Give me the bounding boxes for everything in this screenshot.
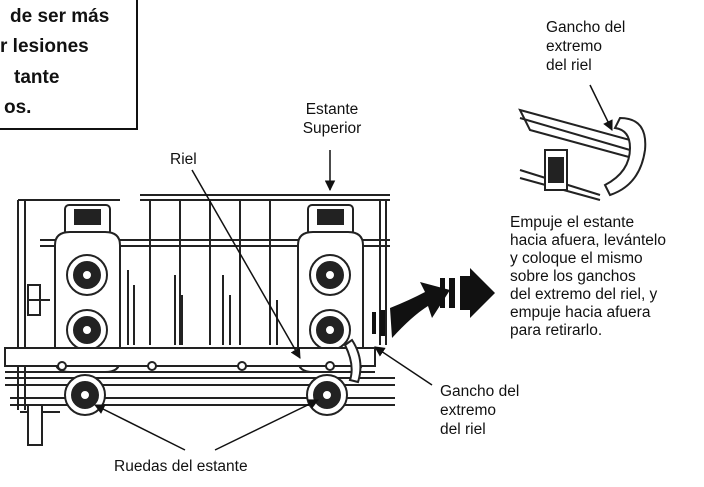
motion-arrow <box>372 268 495 338</box>
label-gancho-top: Gancho del extremo del riel <box>546 19 626 74</box>
instruction-line: empuje hacia afuera <box>510 304 651 321</box>
label-riel: Riel <box>170 151 197 168</box>
warning-line-2: r lesiones <box>0 36 89 57</box>
label-gancho-bottom: Gancho del extremo del riel <box>440 383 520 438</box>
rail-end-hook <box>343 338 362 384</box>
leader-lines <box>94 84 613 451</box>
left-clip <box>27 284 50 316</box>
instruction-line: y coloque el mismo <box>510 250 643 267</box>
instructions-text: Empuje el estante hacia afuera, levántel… <box>510 214 666 340</box>
label-ruedas: Ruedas del estante <box>114 458 248 475</box>
instruction-line: del extremo del riel, y <box>510 286 658 303</box>
warning-box: de ser más r lesiones tante os. <box>0 0 138 130</box>
left-wheel-assembly <box>54 204 121 373</box>
instruction-line: sobre los ganchos <box>510 268 636 285</box>
instruction-line: para retirarlo. <box>510 322 603 339</box>
rack-wheels <box>64 374 348 416</box>
label-estante-superior: Estante Superior <box>302 101 362 137</box>
warning-line-1: de ser más <box>10 6 110 27</box>
detail-inset <box>518 108 647 201</box>
warning-line-4: os. <box>4 97 32 118</box>
instruction-line: hacia afuera, levántelo <box>510 232 666 249</box>
instruction-line: Empuje el estante <box>510 214 635 231</box>
warning-line-3: tante <box>14 67 60 88</box>
